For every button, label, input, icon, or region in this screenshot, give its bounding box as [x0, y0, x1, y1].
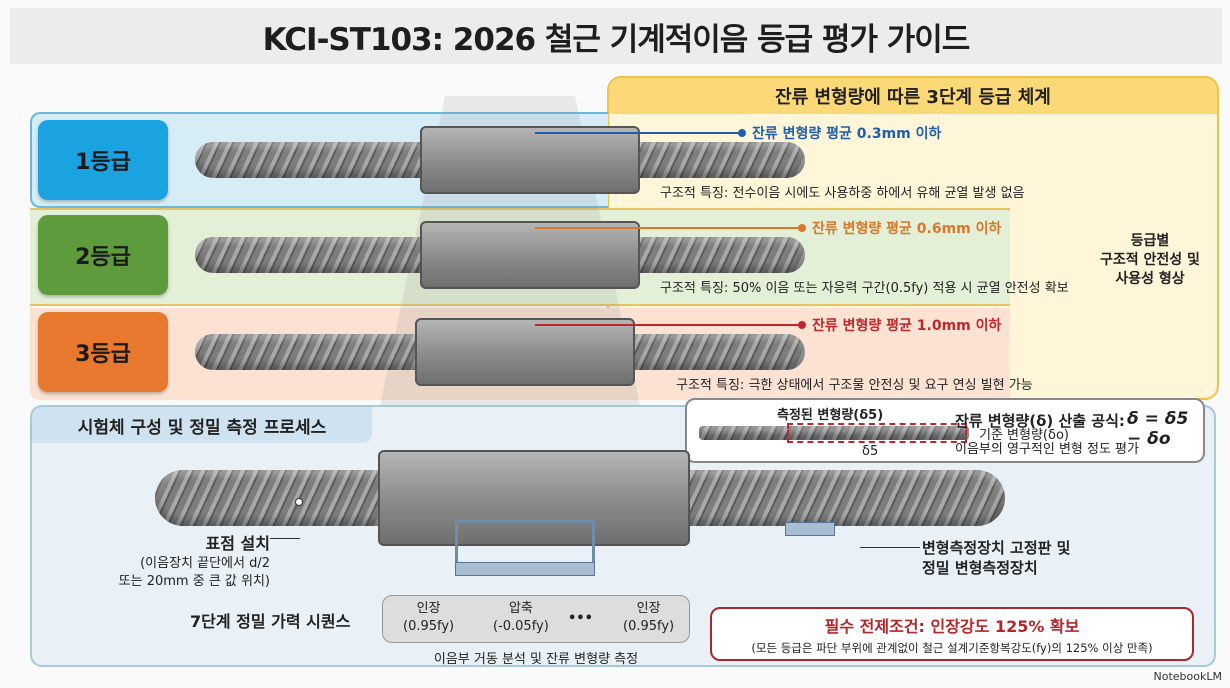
requirement-box: 필수 전제조건: 인장강도 125% 확보 (모든 등급은 파단 부위에 관계없… [710, 607, 1194, 661]
reference-deformation-label: 기준 변형량(δo) [979, 428, 1069, 443]
sequence-title: 7단계 정밀 가력 시퀀스 [190, 612, 351, 631]
notebooklm-watermark: NotebookLM [1153, 670, 1222, 683]
measured-region [787, 423, 967, 443]
sequence-box: 인장 (0.95fy) 압축 (-0.05fy) ••• 인장 (0.95fy) [382, 595, 690, 643]
leader-dot [798, 321, 806, 329]
grade-3-badge: 3등급 [38, 312, 168, 392]
grade-2-feature: 구조적 특징: 50% 이음 또는 자응력 구간(0.5fy) 적용 시 균열 … [660, 281, 1069, 296]
grade-2-coupler [420, 221, 640, 289]
gauge-point-desc: (이음장치 끝단에서 d/2 [140, 556, 270, 571]
gauge-brackets [455, 520, 595, 570]
sequence-step: 인장 (0.95fy) [623, 600, 674, 636]
grade-2-leader [535, 227, 800, 229]
grade-2-badge: 2등급 [38, 215, 168, 295]
device-label-line: 정밀 변형측정장치 [922, 559, 1038, 577]
grade-3-limit: 잔류 변형량 평균 1.0mm 이하 [812, 318, 1002, 334]
requirement-desc: (모든 등급은 파단 부위에 관계없이 철근 설계기준항복강도(fy)의 125… [751, 641, 1153, 655]
sequence-caption: 이음부 거동 분석 및 잔류 변형량 측정 [433, 652, 639, 667]
formula-equation: δ = δ5 − δo [1127, 409, 1189, 449]
step-name: 인장 [636, 601, 661, 616]
leader-dot [798, 224, 806, 232]
page-title: KCI-ST103: 2026 철근 기계적이음 등급 평가 가이드 [10, 8, 1222, 64]
formula-box: 측정된 변형량(δ5) 기준 변형량(δo) δ5 잔류 변형량(δ) 산출 공… [685, 398, 1205, 463]
grade-system-header: 잔류 변형량에 따른 3단계 등급 체계 [609, 78, 1217, 114]
delta-dimension: δ5 [862, 444, 879, 459]
device-label: 변형측정장치 고정판 및 정밀 변형측정장치 [922, 538, 1070, 578]
grade-1-limit: 잔류 변형량 평균 0.3mm 이하 [752, 126, 942, 142]
step-value: (0.95fy) [623, 619, 675, 634]
step-name: 인장 [416, 601, 441, 616]
specimen-coupler [378, 450, 690, 546]
grade-side-note: 등급별 구조적 안전성 및 사용성 형상 [1085, 232, 1215, 289]
grade-1-coupler [420, 126, 640, 194]
gauge-point-title: 표점 설치 [205, 534, 270, 553]
formula-description: 이음부의 영구적인 변형 정도 평가 [955, 442, 1139, 457]
sequence-step: 인장 (0.95fy) [403, 600, 454, 636]
device-label-line: 변형측정장치 고정판 및 [922, 539, 1071, 557]
grade-3-leader [535, 324, 800, 326]
step-value: (0.95fy) [403, 619, 455, 634]
formula-title: 잔류 변형량(δ) 산출 공식: [955, 412, 1125, 430]
leader-line [860, 547, 920, 548]
gauge-point-desc: 또는 20mm 중 큰 값 위치) [118, 574, 270, 589]
measured-deformation-label: 측정된 변형량(δ5) [777, 408, 884, 423]
grade-1-feature: 구조적 특징: 전수이음 시에도 사용하중 하에서 유해 균열 발생 없음 [660, 186, 1025, 201]
leader-dot [738, 129, 746, 137]
grade-1-leader [535, 132, 740, 134]
step-value: (-0.05fy) [493, 619, 549, 634]
side-note-line: 등급별 [1130, 233, 1170, 249]
leader-line [270, 538, 300, 539]
gauge-plate [455, 562, 595, 576]
side-note-line: 구조적 안전성 및 [1100, 252, 1200, 268]
grade-3-feature: 구조적 특징: 극한 상태에서 구조물 안전싱 및 요구 연싱 빌현 가능 [676, 378, 1033, 393]
rebar-sketch [699, 426, 969, 440]
grade-2-limit: 잔류 변형량 평균 0.6mm 이하 [812, 221, 1002, 237]
grade-1-badge: 1등급 [38, 120, 168, 200]
step-name: 압축 [508, 601, 533, 616]
sequence-step: 압축 (-0.05fy) [493, 600, 549, 636]
process-header: 시험체 구성 및 정밀 측정 프로세스 [32, 407, 372, 443]
device-plate [785, 522, 835, 536]
requirement-title: 필수 전제조건: 인장강도 125% 확보 [824, 617, 1080, 636]
gauge-point-marker [295, 498, 303, 506]
side-note-line: 사용성 형상 [1115, 271, 1185, 287]
grade-3-coupler [415, 318, 635, 386]
sequence-ellipsis: ••• [568, 611, 593, 626]
